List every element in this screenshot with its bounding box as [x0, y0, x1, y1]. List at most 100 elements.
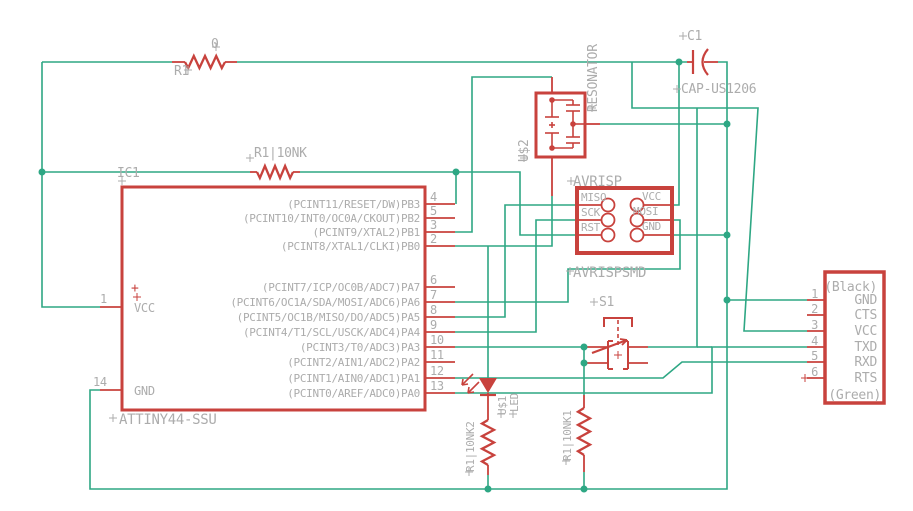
wire-xtal2[interactable] — [455, 76, 552, 233]
label-r1[interactable]: R1 — [174, 64, 189, 79]
avrisp-pad[interactable] — [629, 212, 645, 228]
wire-vcc[interactable] — [41, 62, 100, 308]
ic1-pin-number: 1 — [100, 292, 107, 306]
junction-dot — [675, 58, 683, 66]
avrisp-pad-label: RST — [581, 221, 601, 234]
avrisp-pad[interactable] — [600, 212, 616, 228]
wire-gnd[interactable] — [89, 61, 728, 490]
ic1-pin-number: 4 — [430, 190, 437, 204]
led-arrow[interactable] — [467, 386, 470, 394]
ftdi-pin-name: TXD — [854, 340, 877, 355]
label-0[interactable]: 0 — [211, 37, 219, 52]
junction-dot — [723, 231, 731, 239]
wire-sck[interactable] — [455, 219, 577, 333]
label-cap-us1206[interactable]: CAP-US1206 — [681, 82, 757, 97]
ic1-pin-name: (PCINT7/ICP/OC0B/ADC7)PA7 — [262, 281, 420, 294]
junction-dot — [38, 168, 46, 176]
label-r1-10nk[interactable]: R1|10NK — [254, 146, 307, 161]
junction-dot — [723, 120, 731, 128]
led-arrow[interactable] — [461, 373, 474, 386]
avrisp-pad[interactable] — [629, 227, 645, 243]
ftdi-pin-name: CTS — [854, 308, 877, 323]
s1-arrowhead[interactable] — [621, 339, 628, 346]
c1-curved-plate[interactable] — [701, 48, 709, 76]
ic1-pin-number: 10 — [430, 333, 444, 347]
ftdi-pin-name: GND — [854, 293, 877, 308]
label-u-1[interactable]: U$1 — [496, 396, 509, 415]
ic1-pin-number: 7 — [430, 288, 437, 302]
ic1-pin-name: (PCINT10/INT0/OC0A/CKOUT)PB2 — [243, 212, 420, 225]
avrisp-pad[interactable] — [600, 197, 616, 213]
wire-vcc[interactable] — [672, 62, 680, 206]
led-arrow[interactable] — [461, 378, 464, 386]
led-arrow[interactable] — [461, 383, 469, 386]
resistor-r-button[interactable] — [575, 407, 593, 456]
avrisp-body[interactable] — [575, 186, 674, 255]
ftdi-bottom-label: (Green) — [828, 388, 881, 403]
wire-txd[interactable] — [455, 346, 807, 394]
ic1-pin-name: (PCINT11/RESET/DW)PB3 — [287, 198, 420, 211]
ftdi-pin-number: 4 — [811, 334, 818, 348]
led-arrow[interactable] — [467, 381, 480, 394]
s1-arrowhead[interactable] — [619, 338, 628, 341]
ic1-pin-number: 13 — [430, 379, 444, 393]
label-avrispsmd[interactable]: AVRISPSMD — [573, 265, 646, 281]
ftdi-body[interactable] — [823, 270, 886, 405]
avrisp-pad-label: SCK — [581, 206, 601, 219]
ic1-pin-name: (PCINT0/AREF/ADC0)PA0 — [287, 387, 420, 400]
resonator-node-dot — [570, 121, 576, 127]
avrisp-pad-label: MOSI — [633, 205, 658, 218]
ic1-vcc-plus: + — [131, 281, 139, 296]
ftdi-pin-number: 2 — [811, 302, 818, 316]
wire-mosi[interactable] — [455, 219, 681, 303]
junction-dot — [723, 296, 731, 304]
ic1-body[interactable] — [120, 185, 427, 412]
resonator-body[interactable] — [534, 91, 587, 159]
wire-miso[interactable] — [455, 204, 577, 318]
label-avrisp[interactable]: AVRISP — [573, 174, 622, 190]
label-resonator[interactable]: RESONATOR — [586, 44, 601, 112]
resonator-node-dot — [549, 145, 555, 151]
led-arrow[interactable] — [467, 391, 475, 394]
ftdi-pin-number: 1 — [811, 287, 818, 301]
label-c1[interactable]: C1 — [687, 29, 702, 44]
label-s1[interactable]: S1 — [599, 295, 614, 310]
resistor-r1-top[interactable] — [183, 53, 227, 71]
wire-vcc[interactable] — [631, 62, 807, 332]
label-led[interactable]: LED — [508, 393, 521, 412]
ic1-pin-number: 9 — [430, 318, 437, 332]
ic1-pin-name: (PCINT5/OC1B/MISO/DO/ADC5)PA5 — [237, 311, 420, 324]
ic1-pin-name: (PCINT3/T0/ADC3)PA3 — [300, 341, 420, 354]
s1-housing[interactable] — [603, 317, 633, 327]
wire-rxd[interactable] — [455, 361, 807, 379]
resistor-r-pullup[interactable] — [255, 163, 295, 181]
s1-actuator[interactable] — [591, 338, 628, 355]
led-symbol[interactable] — [479, 378, 497, 393]
label-attiny44-ssu[interactable]: ATTINY44-SSU — [119, 412, 217, 428]
junction-dot — [484, 485, 492, 493]
label-u-2[interactable]: U$2 — [517, 139, 532, 162]
junction-dot — [580, 485, 588, 493]
ic1-pin-name: (PCINT1/AIN0/ADC1)PA1 — [287, 372, 420, 385]
ic1-pin-number: 14 — [93, 375, 107, 389]
resonator-node-dot — [549, 97, 555, 103]
label-r1-10nk1[interactable]: R1|10NK1 — [561, 410, 574, 461]
ic1-pin-number: 12 — [430, 364, 444, 378]
ic1-pin-number: 8 — [430, 303, 437, 317]
junction-dot — [452, 168, 460, 176]
ic1-pin-name: (PCINT2/AIN1/ADC2)PA2 — [287, 356, 420, 369]
label-ic1[interactable]: IC1 — [117, 166, 140, 181]
wire-reset[interactable] — [456, 171, 577, 236]
wire-xtal1[interactable] — [455, 196, 553, 247]
avrisp-pad[interactable] — [629, 197, 645, 213]
label-r1-10nk2[interactable]: R1|10NK2 — [464, 421, 477, 472]
ftdi-pin-number: 3 — [811, 318, 818, 332]
avrisp-pad[interactable] — [600, 227, 616, 243]
junction-dot — [580, 359, 588, 367]
ic1-pin-number: 3 — [430, 218, 437, 232]
ftdi-pin-number: 6 — [811, 365, 818, 379]
ic1-pin-number: 5 — [430, 204, 437, 218]
resistor-r-led[interactable] — [479, 419, 497, 466]
